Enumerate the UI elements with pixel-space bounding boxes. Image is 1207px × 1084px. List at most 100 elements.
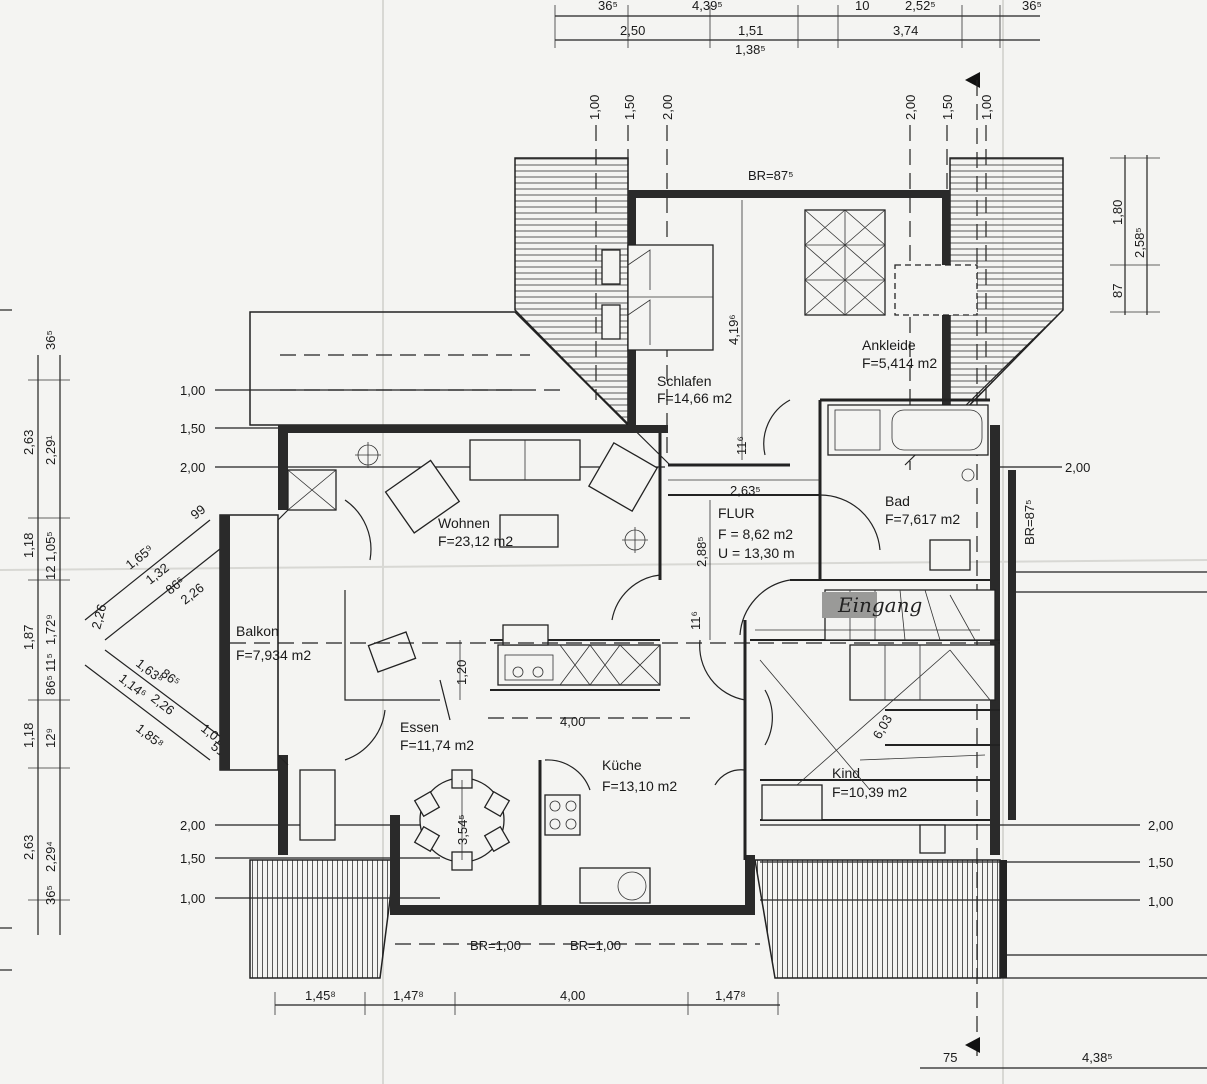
dim-top-7: 1,51 xyxy=(738,23,763,38)
dim-top-5: 36⁵ xyxy=(1022,0,1042,13)
dim-top-6: 2,50 xyxy=(620,23,645,38)
inner-dimensions: 4,19⁶ 2,63⁵ 2,88⁵ 4,00 1,20 3,54⁵ 11⁶ 11… xyxy=(454,200,895,860)
dim-essen-passage: 1,20 xyxy=(454,660,469,685)
dim-bottom-4: 1,47⁸ xyxy=(715,988,746,1003)
dim-bottom-right-1: 75 xyxy=(943,1050,957,1065)
section-arrow-bottom-icon xyxy=(965,1037,980,1053)
dim-top-9: 3,74 xyxy=(893,23,918,38)
room-perimeter-flur: U = 13,30 m xyxy=(718,545,795,561)
dim-left-inner-2: 2,29¹ xyxy=(43,435,58,465)
roof-height-top-4: 2,00 xyxy=(903,95,918,120)
kitchen-fixtures xyxy=(497,624,661,904)
dim-flur-depth: 2,88⁵ xyxy=(694,536,709,567)
roof-hatch-top-left xyxy=(514,157,629,427)
bay-dim-9: 2,26 xyxy=(148,691,177,718)
dim-bottom-right-2: 4,38⁵ xyxy=(1082,1050,1113,1065)
interior-walls xyxy=(490,398,1000,905)
handwritten-eingang: Eingang xyxy=(837,593,922,617)
dim-bottom-1: 1,45⁸ xyxy=(305,988,336,1003)
br-label-bottom-2: BR=1,00 xyxy=(570,938,621,953)
dim-left-inner-8: 2,29⁴ xyxy=(43,841,58,872)
roof-height-top-6: 1,00 xyxy=(979,95,994,120)
dim-schlafen-depth: 4,19⁶ xyxy=(726,314,741,345)
roof-height-left-4: 2,00 xyxy=(180,818,205,833)
wardrobes xyxy=(804,209,978,316)
dim-kueche-width: 4,00 xyxy=(560,714,585,729)
dim-flur-width: 2,63⁵ xyxy=(730,483,761,498)
room-area-balkon: F=7,934 m2 xyxy=(236,647,311,663)
dimension-chain-right: 1,80 87 2,58⁵ xyxy=(1110,155,1160,315)
room-name-ankleide: Ankleide xyxy=(862,337,916,353)
dim-bottom-3: 4,00 xyxy=(560,988,585,1003)
roof-height-right-3: 1,50 xyxy=(1148,855,1173,870)
bathroom-fixtures xyxy=(827,404,989,571)
roof-height-left-3: 2,00 xyxy=(180,460,205,475)
room-area-wohnen: F=23,12 m2 xyxy=(438,533,513,549)
dimension-chain-top: 36⁵ 4,39⁵ 10 2,52⁵ 36⁵ 2,50 1,51 1,38⁵ 3… xyxy=(554,0,1042,57)
dim-left-inner-5: 1,72⁹ xyxy=(43,614,58,645)
dim-left-3: 1,87 xyxy=(21,625,36,650)
room-name-flur: FLUR xyxy=(718,505,755,521)
bay-dim-11: 1,85⁸ xyxy=(133,721,167,752)
roof-height-top-5: 1,50 xyxy=(940,95,955,120)
room-area-flur: F = 8,62 m2 xyxy=(718,526,793,542)
roof-height-top-2: 1,50 xyxy=(622,95,637,120)
dim-top-1: 36⁵ xyxy=(598,0,618,13)
door-swings xyxy=(344,399,881,791)
dimension-chain-left: 2,63 1,18 1,87 1,18 2,63 36⁵ 2,29¹ 1,05⁵… xyxy=(21,330,70,935)
room-name-kueche: Küche xyxy=(602,757,642,773)
room-name-bad: Bad xyxy=(885,493,910,509)
dim-right-3: 2,58⁵ xyxy=(1132,227,1147,258)
br-label-bottom-1: BR=1,00 xyxy=(470,938,521,953)
dim-dining-table: 3,54⁵ xyxy=(455,814,470,845)
parapet-labels: BR=87⁵ BR=87⁵ BR=1,00 BR=1,00 xyxy=(395,168,1037,953)
dim-right-1: 1,80 xyxy=(1110,200,1125,225)
room-name-essen: Essen xyxy=(400,719,439,735)
roof-height-right-1: 2,00 xyxy=(1065,460,1090,475)
roof-height-left-6: 1,00 xyxy=(180,891,205,906)
room-area-ankleide: F=5,414 m2 xyxy=(862,355,937,371)
room-area-essen: F=11,74 m2 xyxy=(400,737,474,753)
dim-top-8: 1,38⁵ xyxy=(735,42,766,57)
br-label-top: BR=87⁵ xyxy=(748,168,794,183)
dim-right-2: 87 xyxy=(1110,284,1125,298)
room-area-kueche: F=13,10 m2 xyxy=(602,778,677,794)
dim-stair: 6,03 xyxy=(870,712,896,741)
room-name-kind: Kind xyxy=(832,765,860,781)
dimension-chain-bottom: 1,45⁸ 1,47⁸ 4,00 1,47⁸ 75 4,38⁵ xyxy=(274,988,1207,1069)
room-area-bad: F=7,617 m2 xyxy=(885,511,960,527)
kids-room-furniture xyxy=(761,784,946,854)
roof-height-left-5: 1,50 xyxy=(180,851,205,866)
dim-top-2: 4,39⁵ xyxy=(692,0,723,13)
dim-top-4: 2,52⁵ xyxy=(905,0,936,13)
roof-height-top-3: 2,00 xyxy=(660,95,675,120)
room-labels: Schlafen F=14,66 m2 Ankleide F=5,414 m2 … xyxy=(236,337,960,800)
dim-left-inner-4: 12 xyxy=(43,566,58,580)
room-name-schlafen: Schlafen xyxy=(657,373,711,389)
room-name-wohnen: Wohnen xyxy=(438,515,490,531)
dim-bottom-2: 1,47⁸ xyxy=(393,988,424,1003)
dim-left-inner-3: 1,05⁵ xyxy=(43,531,58,562)
br-label-right: BR=87⁵ xyxy=(1022,500,1037,546)
room-area-kind: F=10,39 m2 xyxy=(832,784,907,800)
dim-left-inner-1: 36⁵ xyxy=(43,330,58,350)
dim-left-5: 2,63 xyxy=(21,835,36,860)
dim-left-inner-9: 36⁵ xyxy=(43,885,58,905)
dim-wall-2: 11⁶ xyxy=(688,611,703,630)
dim-left-inner-10: 86⁵ xyxy=(43,675,58,695)
dim-left-inner-7: 12⁹ xyxy=(43,728,58,748)
roof-height-right-2: 2,00 xyxy=(1148,818,1173,833)
roof-height-top-1: 1,00 xyxy=(587,95,602,120)
living-furniture xyxy=(287,439,659,673)
dining-table xyxy=(299,769,511,871)
dim-wall-1: 11⁶ xyxy=(734,436,749,455)
bay-dim-6: 99 xyxy=(188,502,209,523)
roof-height-left-1: 1,00 xyxy=(180,383,205,398)
roof-hatch-bottom-left xyxy=(249,859,396,979)
room-name-balkon: Balkon xyxy=(236,623,279,639)
double-bed xyxy=(601,244,714,351)
dim-left-2: 1,18 xyxy=(21,533,36,558)
roof-hatch-bottom-right xyxy=(754,859,1001,979)
roof-height-left-2: 1,50 xyxy=(180,421,205,436)
